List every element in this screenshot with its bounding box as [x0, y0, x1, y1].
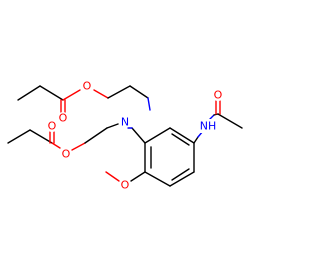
- atom-o-left-carbonyl: O: [48, 120, 57, 133]
- bond-top-ch2-n-end: [147, 97, 151, 111]
- bond-top-ch3-ch2: [17, 85, 41, 101]
- bond-omethoxy-ch3: [105, 171, 120, 182]
- ring-double-1: [171, 133, 190, 146]
- bond-left-ch2-n: [106, 123, 119, 129]
- ring-bond-1: [144, 127, 171, 144]
- atom-o-methoxy: O: [121, 179, 130, 192]
- atom-nh-amide: NH: [200, 120, 217, 133]
- bond-n-ring: [131, 127, 146, 144]
- ring-bond-5: [144, 171, 171, 187]
- bond-top-ch2-n: [129, 85, 149, 99]
- atom-o-top-link: O: [83, 80, 92, 93]
- bond-left-ch2-ch2: [84, 127, 108, 144]
- bond-left-olink-ch2: [71, 142, 86, 151]
- atom-o-amide-carbonyl: O: [214, 89, 223, 102]
- atom-n-amine: N: [121, 116, 129, 129]
- atom-o-left-link: O: [62, 148, 71, 161]
- bond-top-c-olink: [62, 89, 81, 101]
- bond-co-ch3: [217, 113, 243, 129]
- bond-left-ch3-ch2: [7, 129, 31, 144]
- molecule-structure: O O O O N NH O O: [7, 80, 243, 192]
- bond-left-c-olink: [51, 142, 61, 149]
- ring-double-2: [171, 168, 190, 181]
- bond-top-olink-ch2: [93, 89, 109, 99]
- atom-o-top-carbonyl: O: [59, 112, 68, 125]
- bond-left-ch2-co: [29, 129, 53, 144]
- ring-bond-2: [169, 127, 195, 144]
- bond-top-ch2-co: [39, 85, 64, 101]
- bond-ring-omethoxy: [130, 171, 146, 182]
- molecule-canvas: O O O O N NH O O: [7, 80, 243, 192]
- bond-top-ch2-ch2: [107, 85, 131, 99]
- ring-bond-4: [169, 171, 195, 187]
- bond-ring-nh: [193, 136, 199, 144]
